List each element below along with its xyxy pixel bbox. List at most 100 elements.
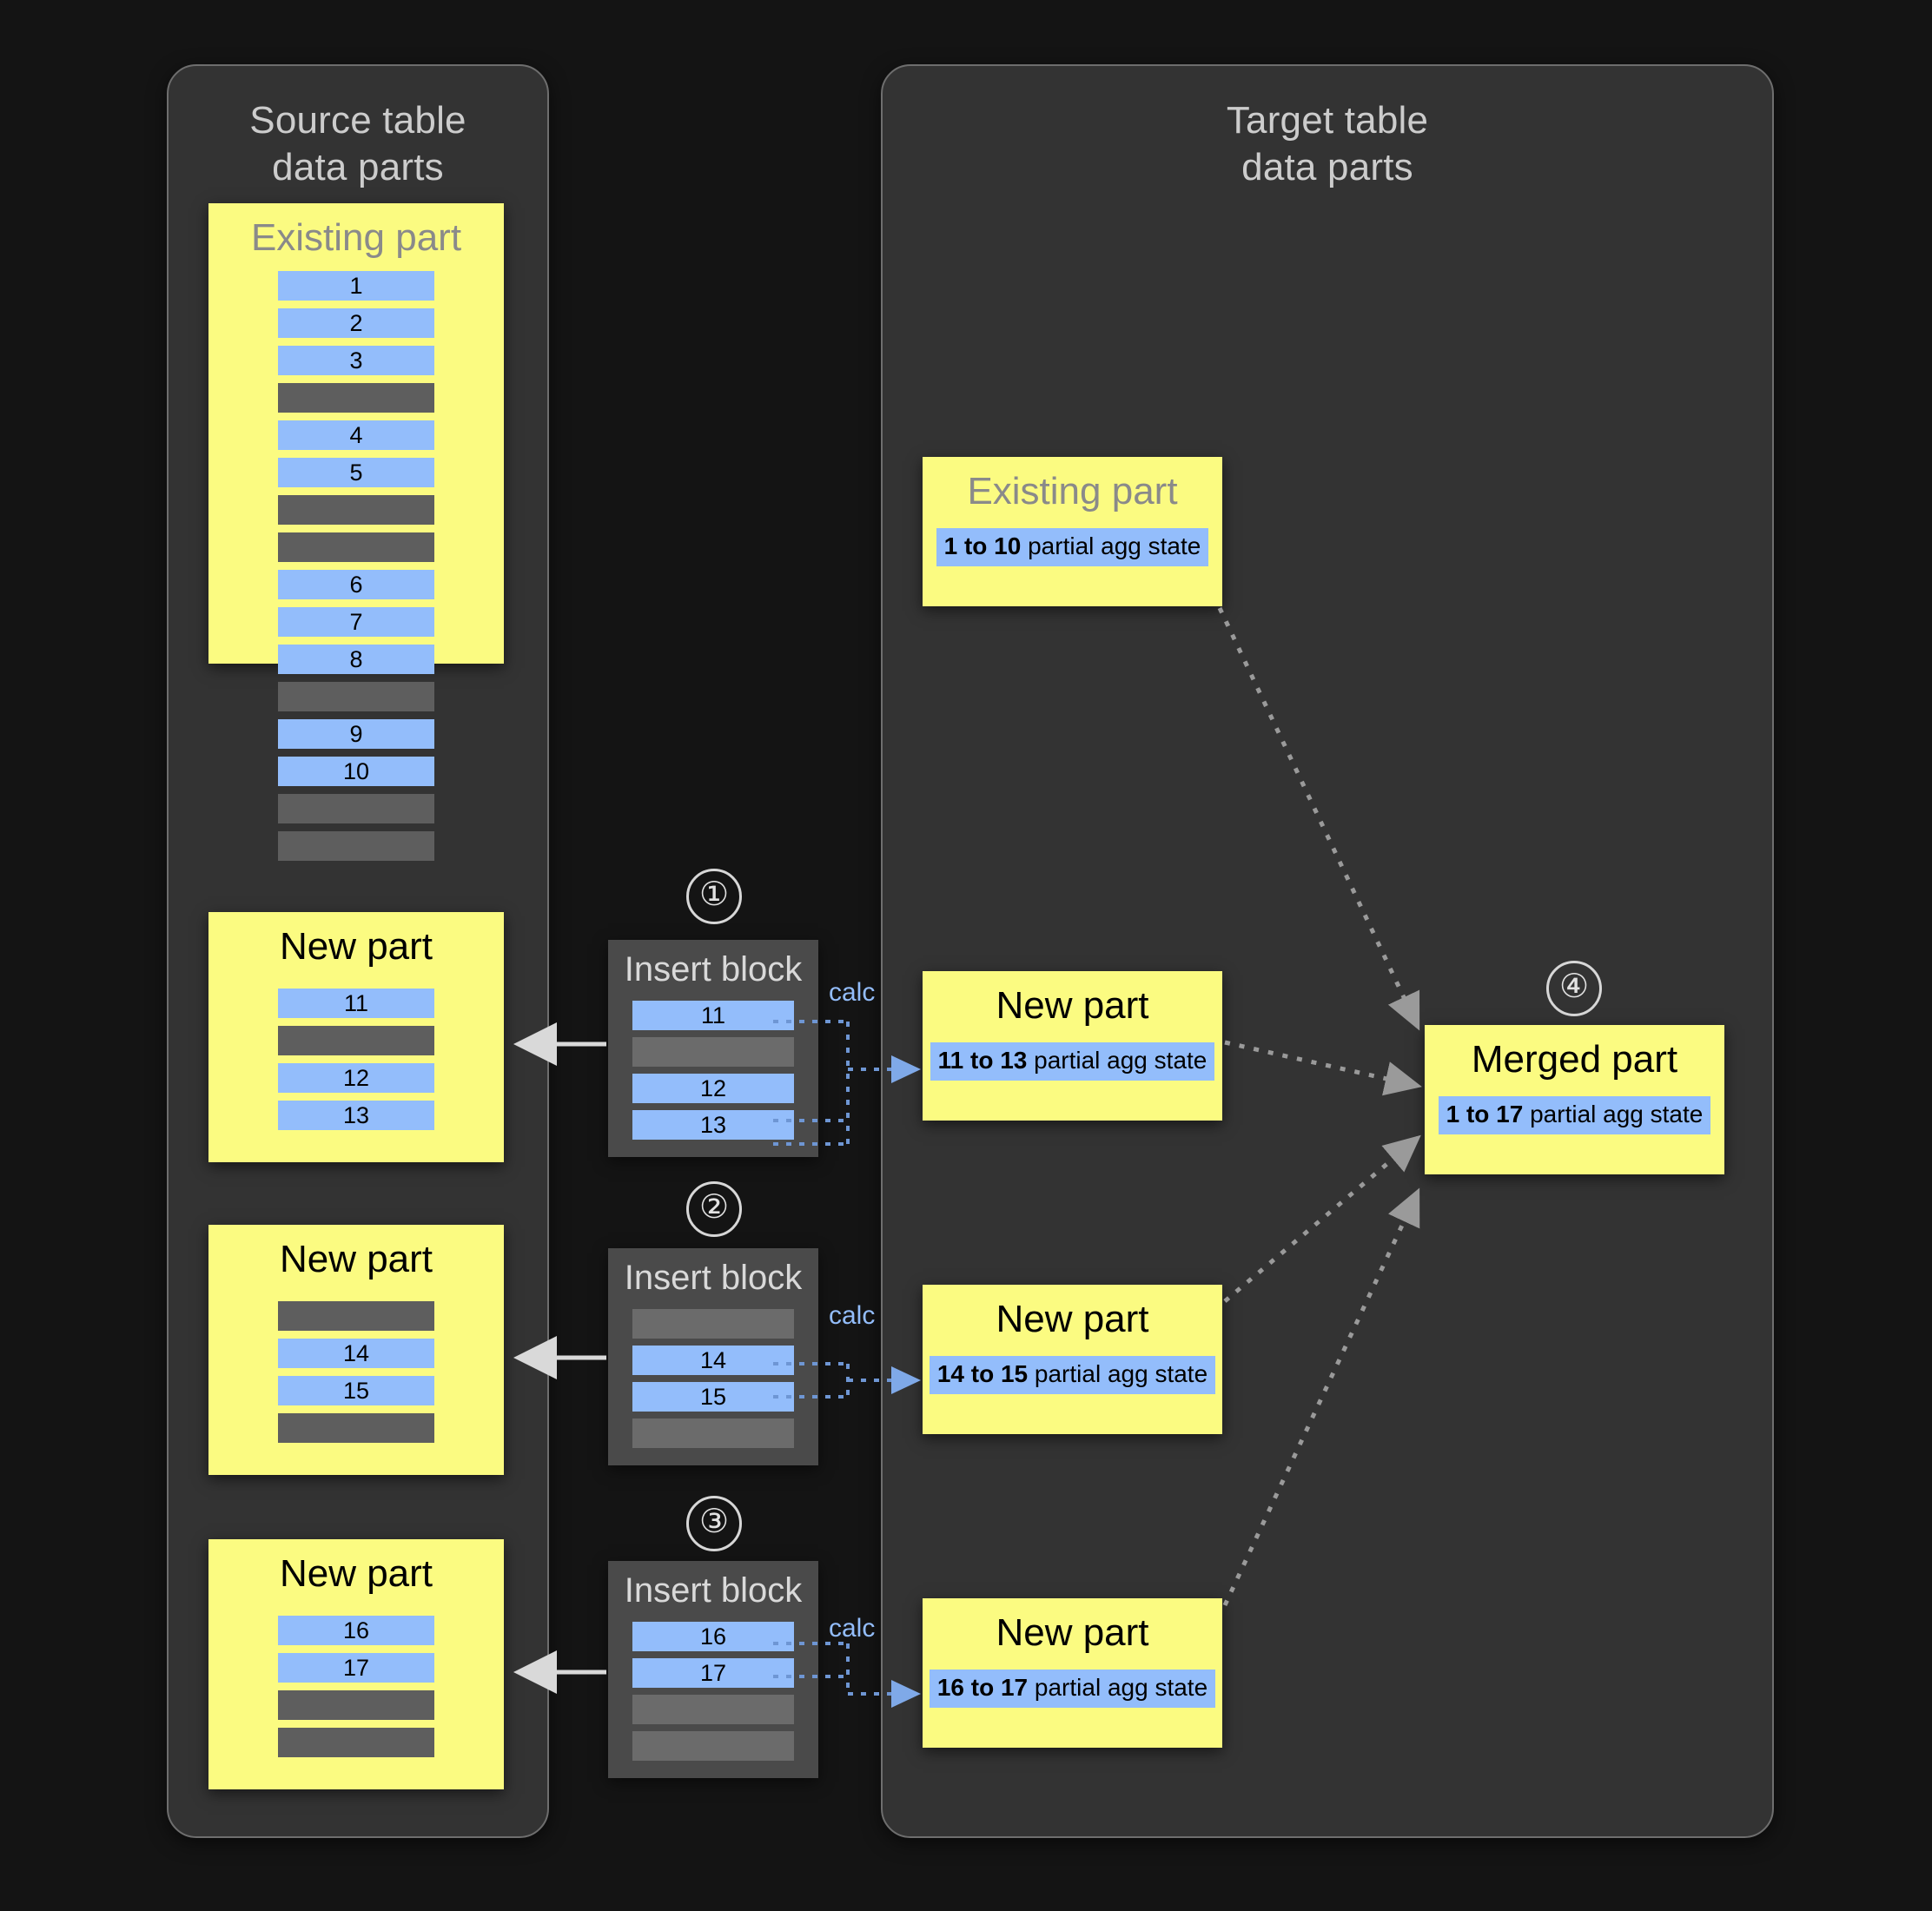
data-row-empty xyxy=(632,1731,794,1761)
step-number-2: ② xyxy=(686,1181,742,1237)
part-title: Existing part xyxy=(967,470,1178,512)
agg-state-wrap: 16 to 17 partial agg state xyxy=(923,1654,1222,1709)
agg-range: 16 to 17 xyxy=(936,1674,1029,1702)
agg-state-wrap: 1 to 17 partial agg state xyxy=(1425,1081,1724,1135)
data-row: 15 xyxy=(278,1376,434,1406)
data-row: 6 xyxy=(278,570,434,600)
insert-block-3[interactable]: Insert block 16 17 xyxy=(608,1561,818,1778)
agg-state-badge: 11 to 13 partial agg state xyxy=(930,1042,1215,1081)
data-row: 11 xyxy=(278,989,434,1019)
data-row: 16 xyxy=(632,1622,794,1651)
step-number-1: ① xyxy=(686,869,742,924)
data-row-empty xyxy=(632,1418,794,1448)
source-existing-part[interactable]: Existing part 1 2 3 4 5 6 7 8 9 10 xyxy=(208,203,504,862)
data-row: 13 xyxy=(278,1101,434,1131)
data-row: 17 xyxy=(278,1653,434,1683)
target-new-part-2[interactable]: New part 14 to 15 partial agg state xyxy=(923,1285,1222,1434)
data-row: 5 xyxy=(278,458,434,488)
agg-state-badge: 14 to 15 partial agg state xyxy=(929,1356,1216,1395)
data-row: 2 xyxy=(278,308,434,339)
data-row: 1 xyxy=(278,271,434,301)
insert-block-title: Insert block xyxy=(624,950,803,989)
data-row-empty xyxy=(278,682,434,712)
source-new-part-3[interactable]: New part 16 17 xyxy=(208,1539,504,1789)
part-title: Merged part xyxy=(1471,1038,1678,1081)
source-new-part-2[interactable]: New part 14 15 xyxy=(208,1225,504,1475)
source-table-title: Source table data parts xyxy=(249,99,466,188)
part-title: New part xyxy=(279,925,433,968)
insert-block-2[interactable]: Insert block 14 15 xyxy=(608,1248,818,1465)
data-row-empty xyxy=(278,831,434,862)
data-row: 8 xyxy=(278,645,434,675)
data-row: 17 xyxy=(632,1658,794,1688)
part-title: New part xyxy=(996,1298,1149,1340)
agg-state-wrap: 14 to 15 partial agg state xyxy=(923,1340,1222,1395)
calc-label-3: calc xyxy=(829,1614,876,1643)
data-row-empty xyxy=(278,1413,434,1444)
data-row-empty xyxy=(278,1026,434,1056)
source-new-part-1[interactable]: New part 11 12 13 xyxy=(208,912,504,1162)
agg-suffix: partial agg state xyxy=(1028,1674,1208,1702)
data-row-empty xyxy=(278,1690,434,1721)
insert-block-title: Insert block xyxy=(624,1571,803,1610)
data-row-empty xyxy=(278,1301,434,1332)
data-row: 11 xyxy=(632,1001,794,1030)
row-list: 16 17 xyxy=(608,1610,818,1761)
data-row: 10 xyxy=(278,757,434,787)
calc-label-1: calc xyxy=(829,978,876,1007)
part-title: New part xyxy=(279,1552,433,1595)
row-list: 11 12 13 xyxy=(608,989,818,1140)
agg-state-badge: 1 to 17 partial agg state xyxy=(1438,1096,1711,1135)
calc-label-2: calc xyxy=(829,1301,876,1330)
data-row: 9 xyxy=(278,719,434,750)
agg-state-wrap: 1 to 10 partial agg state xyxy=(923,512,1222,567)
part-title: New part xyxy=(279,1238,433,1280)
agg-state-badge: 1 to 10 partial agg state xyxy=(936,528,1209,567)
target-table-title: Target table data parts xyxy=(1226,99,1429,188)
part-title: New part xyxy=(996,984,1149,1027)
agg-state-badge: 16 to 17 partial agg state xyxy=(929,1670,1216,1709)
data-row-empty xyxy=(632,1309,794,1339)
data-row-empty xyxy=(632,1037,794,1067)
agg-range: 11 to 13 xyxy=(937,1047,1028,1075)
insert-block-1[interactable]: Insert block 11 12 13 xyxy=(608,940,818,1157)
row-list: 14 15 xyxy=(208,1280,504,1444)
data-row: 13 xyxy=(632,1110,794,1140)
target-new-part-1[interactable]: New part 11 to 13 partial agg state xyxy=(923,971,1222,1121)
data-row: 15 xyxy=(632,1382,794,1412)
data-row-empty xyxy=(632,1695,794,1724)
agg-suffix: partial agg state xyxy=(1027,1047,1208,1075)
data-row: 3 xyxy=(278,346,434,376)
agg-suffix: partial agg state xyxy=(1021,532,1201,560)
step-number-4: ④ xyxy=(1546,961,1602,1016)
target-new-part-3[interactable]: New part 16 to 17 partial agg state xyxy=(923,1598,1222,1748)
data-row-empty xyxy=(278,532,434,563)
agg-suffix: partial agg state xyxy=(1028,1360,1208,1388)
row-list: 16 17 xyxy=(208,1595,504,1758)
row-list: 1 2 3 4 5 6 7 8 9 10 xyxy=(208,259,504,862)
data-row-empty xyxy=(278,1728,434,1758)
data-row: 7 xyxy=(278,607,434,638)
target-merged-part[interactable]: Merged part 1 to 17 partial agg state xyxy=(1425,1025,1724,1174)
target-existing-part[interactable]: Existing part 1 to 10 partial agg state xyxy=(923,457,1222,606)
agg-range: 1 to 17 xyxy=(1446,1101,1524,1128)
agg-state-wrap: 11 to 13 partial agg state xyxy=(923,1027,1222,1081)
data-row: 14 xyxy=(278,1339,434,1369)
data-row: 12 xyxy=(278,1063,434,1094)
data-row: 16 xyxy=(278,1616,434,1646)
data-row: 14 xyxy=(632,1346,794,1375)
data-row-empty xyxy=(278,383,434,413)
insert-block-title: Insert block xyxy=(624,1259,803,1297)
data-row-empty xyxy=(278,495,434,526)
data-row: 12 xyxy=(632,1074,794,1103)
data-row-empty xyxy=(278,794,434,824)
agg-suffix: partial agg state xyxy=(1523,1101,1704,1128)
row-list: 14 15 xyxy=(608,1297,818,1448)
target-table-panel: Target table data parts xyxy=(881,64,1774,1838)
agg-range: 14 to 15 xyxy=(936,1360,1029,1388)
part-title: Existing part xyxy=(250,216,462,259)
agg-range: 1 to 10 xyxy=(943,532,1022,560)
data-row: 4 xyxy=(278,420,434,451)
part-title: New part xyxy=(996,1611,1149,1654)
